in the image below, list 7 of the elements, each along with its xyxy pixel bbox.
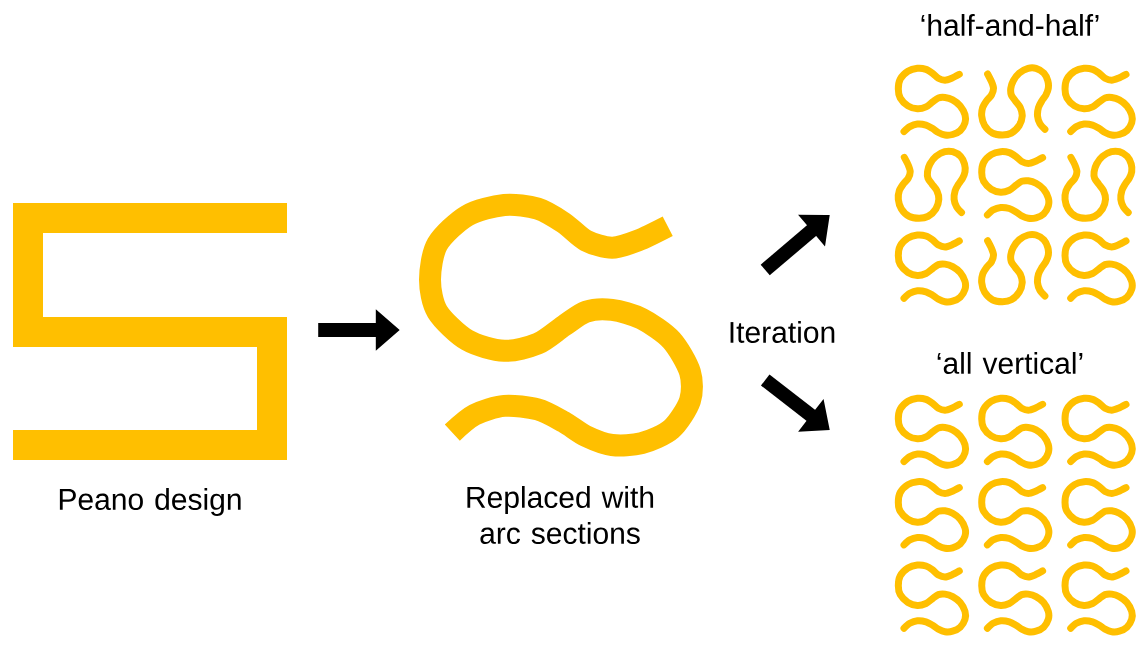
label: Iteration [730, 321, 835, 344]
block-arrow [760, 214, 830, 276]
block-arrow [760, 374, 830, 432]
node-label: Peano design [59, 488, 241, 516]
node-label: ‘all vertical’ [937, 352, 1083, 375]
node-label: Replaced with arc sections [467, 486, 654, 545]
node-label: ‘half-and-half’ [921, 14, 1099, 36]
